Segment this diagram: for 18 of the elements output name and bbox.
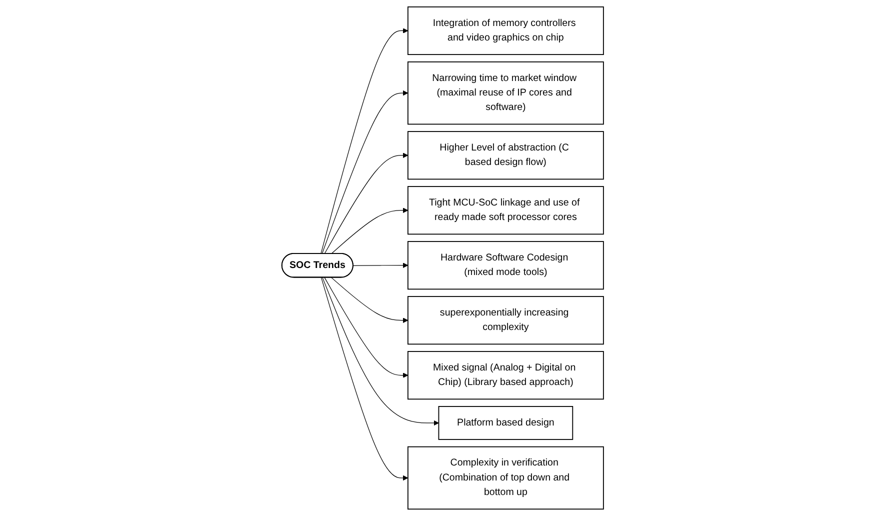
- arrow: [324, 152, 408, 254]
- node-box: Narrowing time to market window (maximal reuse of IP cores and software): [408, 61, 604, 125]
- arrow: [324, 277, 408, 378]
- node-box: Mixed signal (Analog + Digital on Chip) (Library based approach): [408, 351, 604, 400]
- node-box: superexponentially increasing complexity: [408, 296, 604, 345]
- arrow: [331, 277, 408, 323]
- arrow: [321, 277, 408, 481]
- arrow: [353, 262, 408, 268]
- node-box: Higher Level of abstraction (C based design flow): [408, 131, 604, 180]
- arrow: [322, 90, 408, 254]
- node-box: Integration of memory controllers and video graphics on chip: [408, 6, 604, 55]
- node-box: Platform based design: [438, 406, 574, 440]
- arrow: [320, 28, 408, 254]
- node-box: Hardware Software Codesign (mixed mode tools): [408, 241, 604, 290]
- node-box: Tight MCU-SoC linkage and use of ready made soft processor cores: [408, 186, 604, 235]
- node-box: Complexity in verification (Combination of top down and bottom up: [408, 446, 604, 510]
- arrow: [331, 208, 408, 254]
- arrow: [322, 277, 440, 426]
